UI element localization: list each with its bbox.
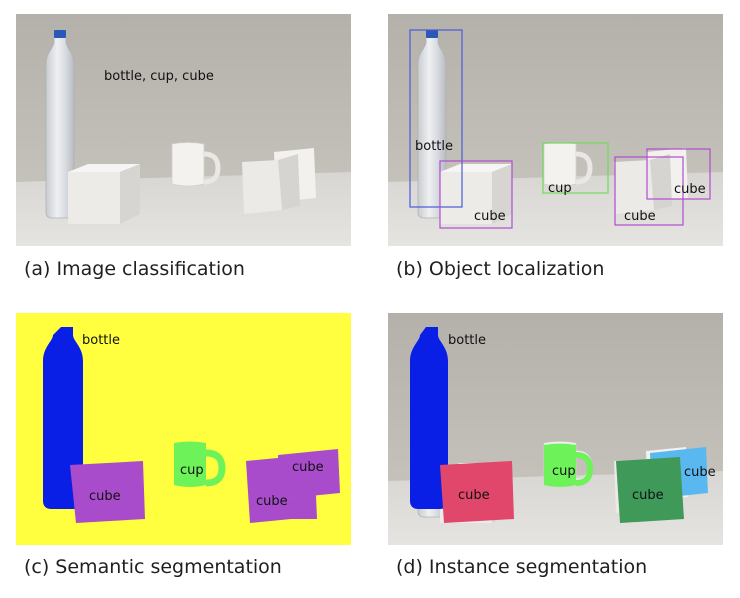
panel-instance-segmentation: bottle cube cup cube cube <box>388 313 723 545</box>
mask-cube-2 <box>616 457 684 523</box>
bounding-box-cup <box>542 142 609 194</box>
label-cup: cup <box>180 463 204 478</box>
label-bottle: bottle <box>448 333 486 348</box>
mask-cup <box>174 441 206 487</box>
caption-image-classification: (a) Image classification <box>24 258 245 280</box>
label-cup: cup <box>552 464 576 479</box>
label-cube-1: cube <box>458 488 490 503</box>
mask-cube-2 <box>278 449 340 499</box>
label-cup: cup <box>548 181 572 196</box>
mask-bottle <box>410 327 448 509</box>
label-cube-2: cube <box>624 209 656 224</box>
label-cube-2: cube <box>292 460 324 475</box>
classification-labels: bottle, cup, cube <box>104 69 214 84</box>
mask-cube-3 <box>246 457 291 523</box>
label-bottle: bottle <box>415 139 453 154</box>
bounding-box-cube-1 <box>439 160 513 229</box>
bounding-box-cube-2 <box>614 156 684 226</box>
panel-image-classification: bottle, cup, cube <box>16 14 351 246</box>
label-cube-2: cube <box>632 488 664 503</box>
label-bottle: bottle <box>82 333 120 348</box>
mask-cube-1 <box>70 461 145 523</box>
mask-cube-1 <box>440 461 514 523</box>
label-cube-1: cube <box>89 489 121 504</box>
caption-semantic-segmentation: (c) Semantic segmentation <box>24 556 282 578</box>
bounding-box-cube-3 <box>646 148 711 200</box>
mask-bottle <box>43 327 83 509</box>
caption-instance-segmentation: (d) Instance segmentation <box>396 556 648 578</box>
mask-cup <box>544 443 576 487</box>
label-cube-1: cube <box>474 209 506 224</box>
panel-semantic-segmentation: bottle cube cup cube cube <box>16 313 351 545</box>
panel-object-localization: bottle cube cup cube cube <box>388 14 723 246</box>
caption-object-localization: (b) Object localization <box>396 258 605 280</box>
bounding-box-bottle <box>409 29 463 208</box>
label-cube-3: cube <box>256 494 288 509</box>
label-cube-3: cube <box>674 182 706 197</box>
label-cube-3: cube <box>684 465 716 480</box>
